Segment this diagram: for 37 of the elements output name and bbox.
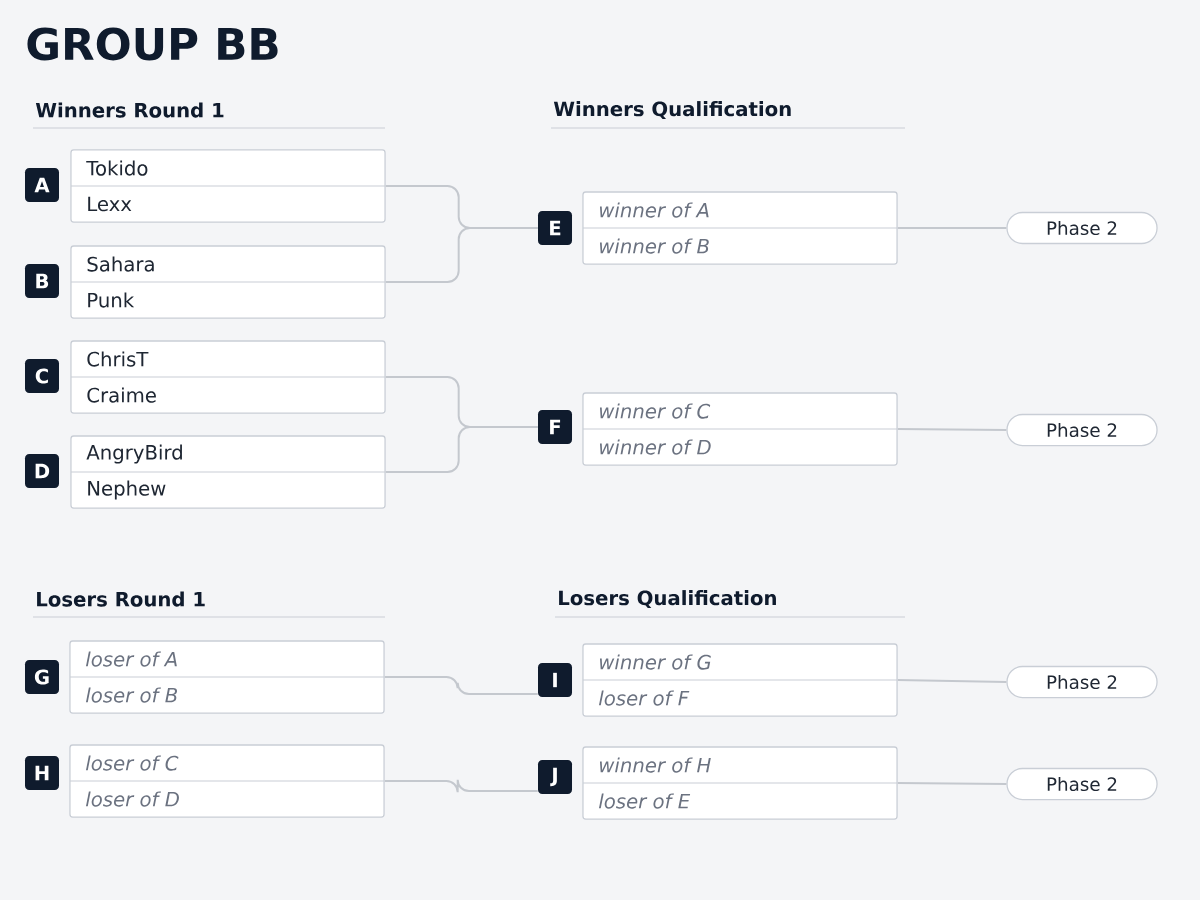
match-box: ChrisT Craime [70,340,386,414]
match-box: loser of C loser of D [69,744,385,818]
letter-badge: D [25,454,59,488]
letter-badge: A [25,168,59,202]
bracket-line [384,227,539,283]
letter-badge: C [25,359,59,393]
letter-badge: I [538,663,572,697]
match-box: winner of C winner of D [582,392,898,466]
match-box: AngryBird Nephew [70,435,386,509]
match-box: loser of A loser of B [69,640,385,714]
phase-pill: Phase 2 [1006,211,1158,245]
letter-badge: E [538,211,572,245]
phase-pill: Phase 2 [1006,413,1158,447]
section-heading: Winners Qualification [550,101,906,129]
letter-badge: B [25,264,59,298]
bracket-line [383,778,539,794]
bracket-line [383,676,539,695]
letter-badge: F [538,410,572,444]
section-heading: Losers Qualification [554,590,906,618]
bracket-line [896,227,1008,229]
match-box: Sahara Punk [70,245,386,319]
match-box: Tokido Lexx [70,149,386,223]
letter-badge: G [25,660,59,694]
match-box: winner of H loser of E [582,746,898,820]
letter-badge: J [538,760,572,794]
title: GROUP BB [27,27,278,61]
phase-pill: Phase 2 [1006,767,1158,801]
section-heading: Winners Round 1 [32,102,386,129]
match-box: winner of G loser of F [582,643,898,717]
section-heading: Losers Round 1 [32,591,386,618]
phase-pill: Phase 2 [1006,665,1158,699]
bracket-line [384,426,539,473]
bracket-line [896,782,1008,785]
bracket-line [896,428,1008,431]
match-box: winner of A winner of B [582,191,898,265]
letter-badge: H [25,756,59,790]
bracket-line [896,679,1008,683]
